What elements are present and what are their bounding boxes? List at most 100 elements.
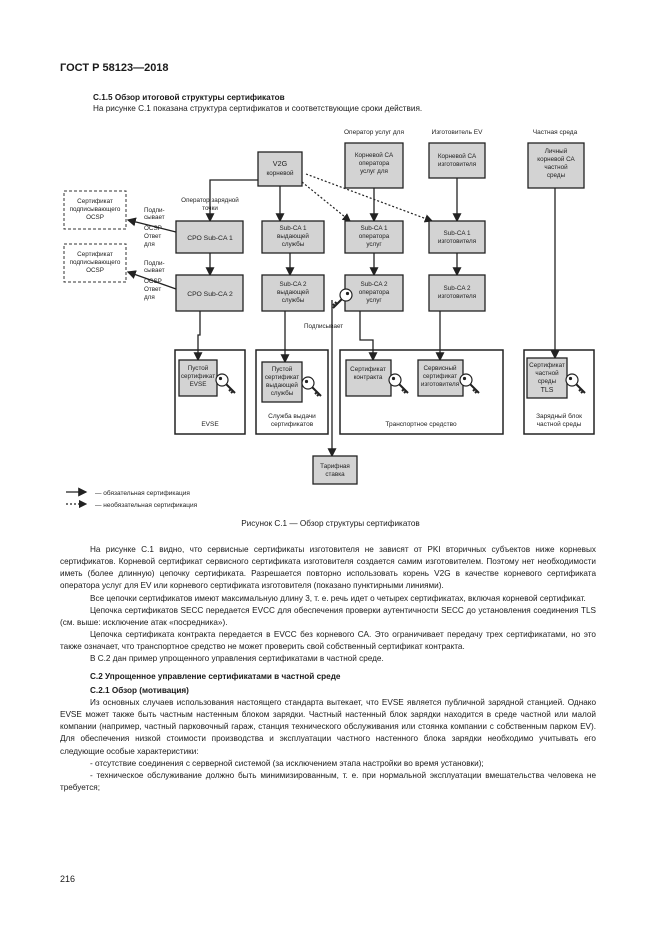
section-c15-intro: На рисунке С.1 показана структура сертиф…: [93, 104, 423, 113]
tariff-line-1: Тарифная: [320, 463, 350, 470]
private-root-line-4: среды: [547, 172, 566, 179]
tls-leaf-box: [526, 357, 568, 399]
private-root-line-1: Личный: [545, 147, 568, 155]
private-root-line-3: частной: [544, 163, 568, 171]
group-private-label-line-1: Зарядный блок: [536, 412, 582, 420]
paragraph: Цепочка сертификатов SECC передается EVC…: [60, 605, 596, 627]
group-evse-label: EVSE: [201, 421, 219, 428]
legend-optional: — необязательная сертификация: [95, 501, 198, 509]
oem-leaf-line-1: Сервисный: [423, 364, 457, 372]
ocsp-resp-label-2-line-1: OCSP: [144, 278, 162, 285]
paragraph: Цепочка сертификата контракта передается…: [60, 630, 596, 652]
oem-subca2-box: [428, 274, 486, 312]
v2g-root-line-2: корневой: [266, 169, 294, 177]
prov-leaf-line-3: выдающей: [266, 381, 298, 389]
tls-leaf-line-4: TLS: [541, 387, 554, 394]
tls-leaf-line-1: Сертификат: [529, 362, 565, 369]
v2g-root-line-1: V2G: [273, 159, 288, 168]
ocsp-resp-label-1-line-3: для: [144, 241, 155, 248]
section-c21-heading: С.2.1 Обзор (мотивация): [90, 685, 189, 695]
group-prov-label-line-2: сертификатов: [271, 421, 314, 428]
contract-leaf-line-2: контракта: [354, 374, 383, 381]
mo-root-line-1: Корневой СА: [355, 151, 394, 159]
paragraph: Из основных случаев использования настоя…: [60, 697, 596, 756]
mo-root-line-3: услуг для: [360, 168, 388, 175]
sign-label-2-line-1: Подпи-: [144, 260, 165, 267]
sign-label-1-line-2: сывает: [144, 214, 165, 221]
prov-leaf-line-4: службы: [271, 389, 294, 397]
ocsp-resp-label-2-line-2: Ответ: [144, 286, 161, 293]
evse-leaf-line-3: EVSE: [190, 381, 207, 388]
sign-label-1-line-1: Подпи-: [144, 207, 165, 214]
evse-leaf-line-2: сертификат: [181, 373, 215, 380]
ocsp-resp-label-1-line-2: Ответ: [144, 233, 161, 240]
oem-subca1-box: [428, 220, 486, 254]
private-root-line-2: корневой СА: [537, 155, 575, 163]
prov-subca2-line-3: службы: [282, 296, 305, 304]
column-label-oem: Изготовитель EV: [432, 129, 484, 136]
mo-subca2-box: [344, 274, 404, 312]
cpo-subca2-box: [175, 274, 244, 312]
document-header: ГОСТ Р 58123—2018: [60, 62, 169, 74]
cpo-label-line-2: точки: [202, 205, 218, 212]
prov-subca1-line-2: выдающей: [277, 232, 309, 240]
tariff-line-2: ставка: [325, 471, 345, 478]
ocsp-signer-1-line-2: подписывающего: [70, 206, 121, 213]
oem-leaf-line-2: сертификат: [423, 373, 457, 380]
tls-leaf-line-3: среды: [538, 378, 557, 385]
group-private-label-line-2: частной среды: [537, 420, 582, 428]
ocsp-signer-2-line-3: OCSP: [86, 267, 104, 274]
column-label-private: Частная среда: [533, 129, 578, 136]
tariff-box: [312, 455, 358, 485]
prov-subca2-line-1: Sub-CA 2: [280, 281, 307, 288]
paragraph: Все цепочки сертификатов имеют максималь…: [90, 593, 586, 603]
ocsp-signer-box-2: [63, 243, 127, 283]
contract-leaf-line-1: Сертификат: [350, 366, 386, 373]
certificate-structure-figure: Оператор услуг для Изготовитель EV Частн…: [63, 129, 595, 509]
section-c15-title: С.1.5 Обзор итоговой структуры сертифика…: [93, 93, 285, 102]
oem-subca1-line-2: изготовителя: [438, 238, 476, 245]
paragraph: На рисунке С.1 видно, что сервисные серт…: [60, 545, 596, 591]
body-text: На рисунке С.1 видно, что сервисные серт…: [60, 544, 596, 794]
oem-subca2-line-1: Sub-CA 2: [444, 285, 471, 292]
oem-root-box: [428, 142, 486, 179]
ocsp-signer-box-1: [63, 190, 127, 230]
cpo-subca2-line-1: СРО Sub-CA 2: [187, 291, 233, 298]
mo-root-line-2: оператора: [359, 160, 390, 167]
cpo-label-line-1: Оператор зарядной: [181, 196, 239, 204]
v2g-root-box: [257, 151, 303, 187]
prov-leaf-line-1: Пустой: [272, 365, 293, 373]
oem-root-line-1: Корневой СА: [438, 152, 477, 160]
prov-subca2-line-2: выдающей: [277, 288, 309, 296]
ocsp-signer-1-line-3: OCSP: [86, 214, 104, 221]
section-c2-heading: С.2 Упрощенное управление сертификатами …: [90, 671, 341, 681]
oem-subca1-line-1: Sub-CA 1: [444, 230, 471, 237]
prov-subca2-box: [261, 274, 325, 312]
prov-leaf-line-2: сертификат: [265, 374, 299, 381]
paragraph: В С.2 дан пример упрощенного управления …: [90, 654, 384, 664]
group-prov-label-line-1: Служба выдачи: [268, 412, 316, 420]
cpo-subca1-line-1: СРО Sub-CA 1: [187, 235, 233, 242]
prov-subca1-box: [261, 220, 325, 254]
ocsp-signer-2-line-2: подписывающего: [70, 259, 121, 266]
tls-leaf-line-2: частной: [535, 369, 559, 377]
evse-leaf-line-1: Пустой: [188, 364, 209, 372]
prov-subca1-line-1: Sub-CA 1: [280, 225, 307, 232]
ocsp-signer-2-line-1: Сертификат: [77, 251, 113, 258]
figure-caption: Рисунок С.1 — Обзор структуры сертификат…: [241, 519, 420, 528]
mo-subca1-line-1: Sub-CA 1: [361, 225, 388, 232]
mo-subca2-line-2: оператора: [359, 289, 390, 296]
ocsp-resp-label-1-line-1: OCSP: [144, 225, 162, 232]
group-vehicle-label: Транспортное средство: [385, 421, 457, 428]
legend-mandatory: — обязательная сертификация: [95, 489, 190, 497]
oem-leaf-line-3: изготовителя: [421, 381, 459, 388]
mo-subca1-box: [344, 220, 404, 254]
mo-subca1-line-3: услуг: [366, 241, 382, 248]
ocsp-resp-label-2-line-3: для: [144, 294, 155, 301]
signs-tariff-label: Подписывает: [304, 323, 343, 330]
mo-root-box: [344, 142, 404, 189]
prov-subca1-line-3: службы: [282, 240, 305, 248]
column-label-mo: Оператор услуг для: [344, 129, 404, 136]
list-item: - отсутствие соединения с серверной сист…: [90, 758, 484, 768]
mo-subca2-line-1: Sub-CA 2: [361, 281, 388, 288]
